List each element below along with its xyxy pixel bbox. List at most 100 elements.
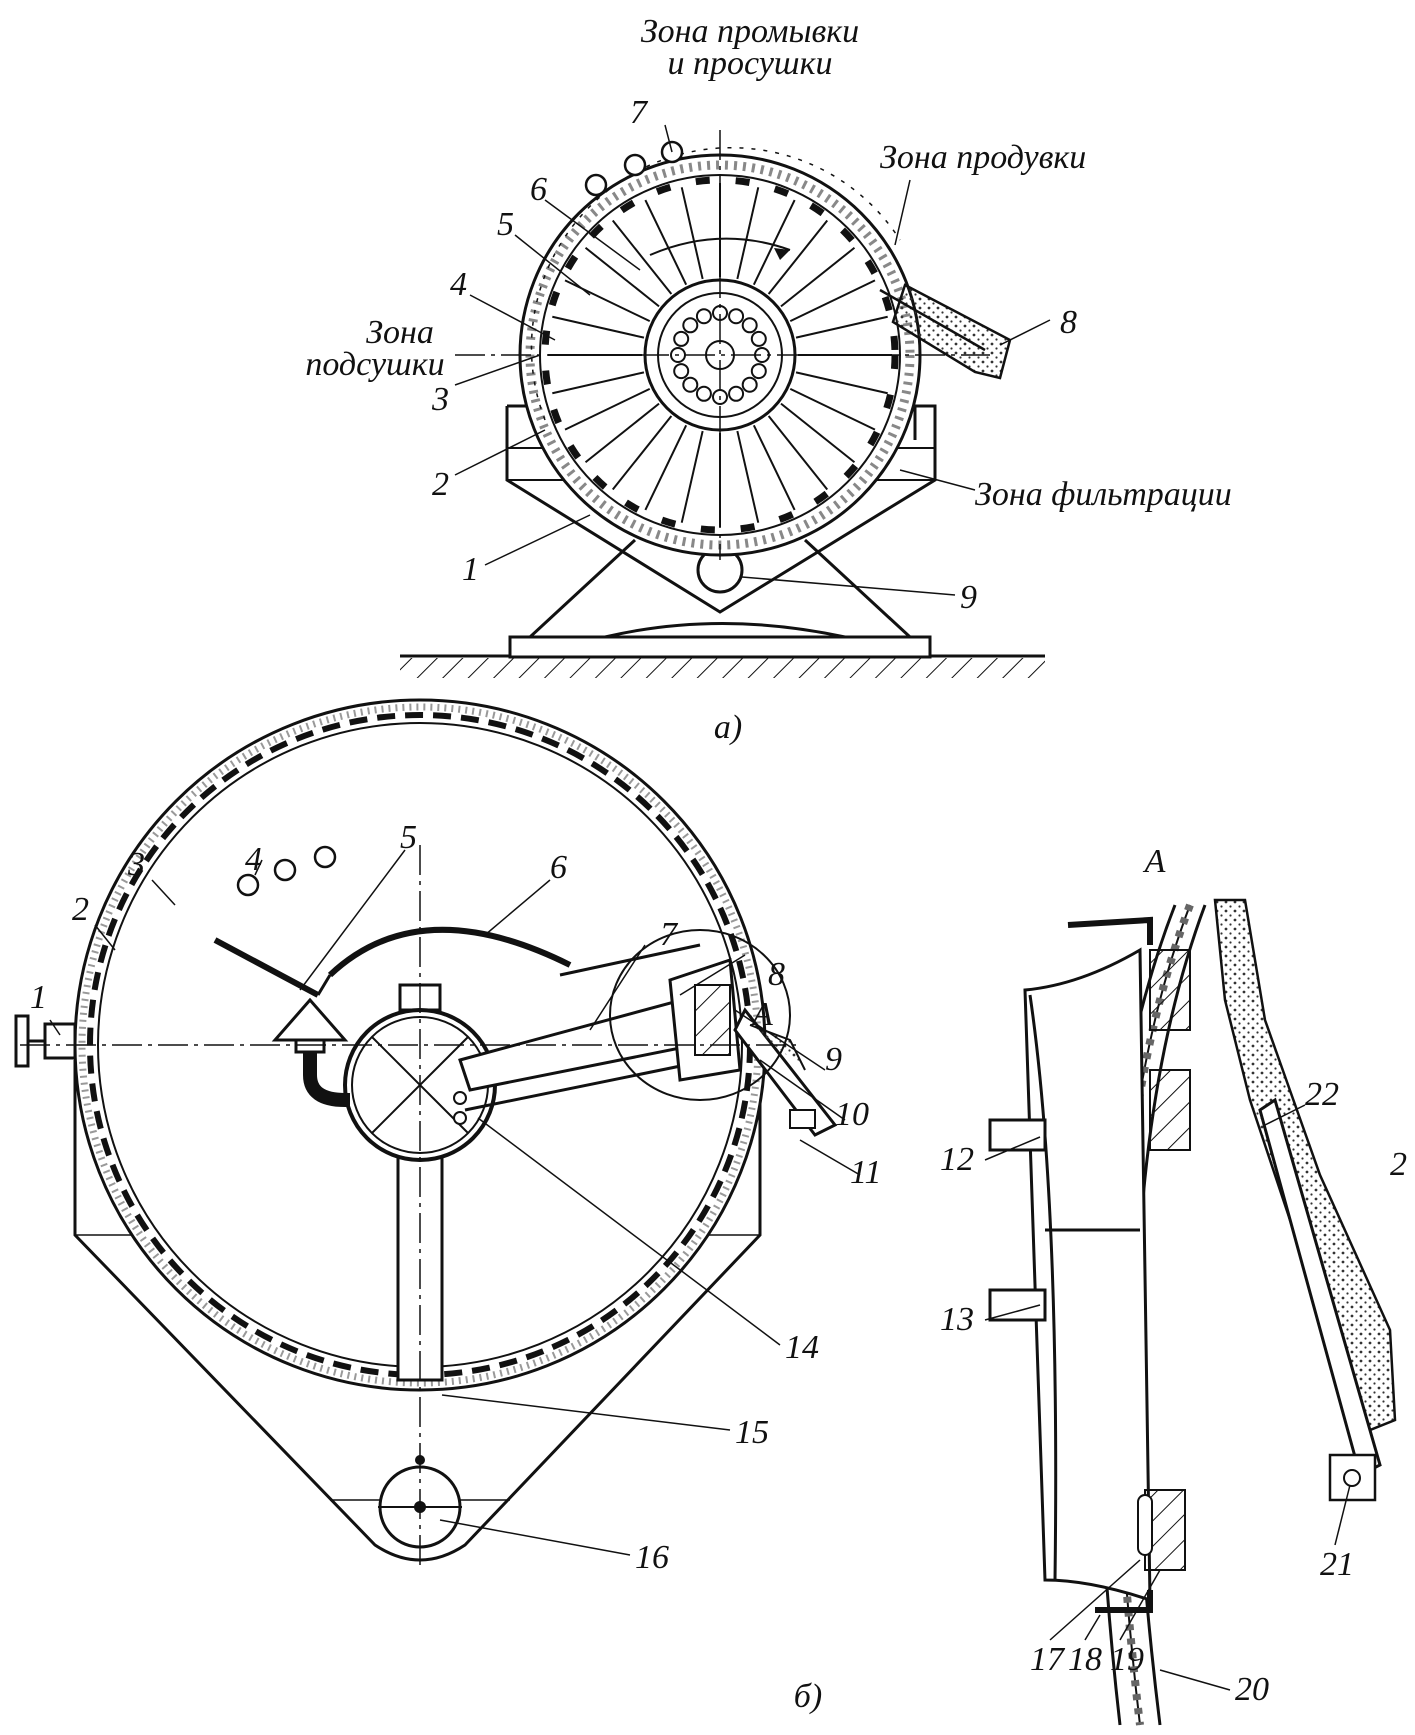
leader-19 [1119,1569,1161,1641]
spray-nozzle-icon [273,858,297,882]
drum-spoke [584,246,660,308]
label-b-9: 9 [825,1041,842,1078]
hub-hole [750,363,767,380]
label-A-21: 21 [1320,1546,1354,1583]
head-packing-10 [694,984,731,1056]
label-b-6: 6 [550,849,567,886]
leader-6 [544,199,641,271]
label-A-17: 17 [1030,1641,1066,1678]
baffle-6 [327,926,572,978]
drum-spoke [752,199,796,286]
label-b-2: 2 [72,891,89,928]
label-b-11: 11 [850,1154,881,1191]
drum-spoke [780,246,856,308]
leader-b-15 [441,1394,731,1431]
leader-b-6 [484,879,551,936]
scraper-11 [733,1007,838,1137]
drum-spoke [680,187,704,280]
arm-joint-1 [453,1091,467,1105]
hub-hole [728,385,745,402]
leader-7 [664,124,673,153]
leader-b-4 [254,859,263,876]
drum-spoke [789,279,876,323]
detail-a-title: A [1143,843,1166,880]
caption-b: б) [794,1678,822,1715]
leader-filtration [899,469,976,491]
hub-hole [750,330,767,347]
drum-spoke [644,199,688,286]
leader-9 [741,576,956,596]
hub-hole [673,330,690,347]
label-b-16: 16 [635,1539,669,1576]
label-b-15: 15 [735,1414,769,1451]
zone-wash-title-1: Зона промывки [641,13,859,50]
leader-12 [984,1136,1041,1161]
label-A-20: 20 [1235,1671,1269,1708]
inner-baffle-5 [213,937,320,998]
leader-b-3 [151,879,176,906]
rotation-arrow-icon [774,248,790,260]
suction-arm-lower [464,1058,711,1112]
caption-a: а) [714,709,742,746]
label-5: 5 [497,206,514,243]
leader-b-9 [734,1009,826,1071]
leader-b-7 [589,944,646,1031]
label-b-callout-A: A [750,996,773,1033]
drum-spoke [752,424,796,511]
drum-spoke [564,387,651,431]
label-3: 3 [431,381,449,418]
figure-a: Зона промывки и просушки Зона продувки З… [305,13,1231,746]
drum-spoke [795,315,888,339]
label-A-19: 19 [1110,1641,1144,1678]
label-b-3: 3 [127,846,145,883]
zone-predry-title-1: Зона [366,314,434,351]
label-A-12: 12 [940,1141,974,1178]
spray-nozzle-icon [584,173,608,197]
leader-13 [984,1304,1041,1321]
label-A-13: 13 [940,1301,974,1338]
spray-nozzle-icon [313,845,337,869]
leader-21 [1334,1484,1351,1546]
label-6: 6 [530,171,547,208]
label-A-18: 18 [1068,1641,1102,1678]
leader-b-2 [94,924,116,951]
drum-spoke [644,424,688,511]
label-A-22: 22 [1305,1076,1339,1113]
arm-upper [559,943,701,977]
leader-b-11 [799,1139,861,1176]
label-b-1: 1 [30,979,47,1016]
base-arch [604,622,846,639]
fitting-top [1067,916,1153,945]
port-13 [988,1288,1047,1322]
label-7: 7 [630,94,649,131]
vent-pipe-inner [305,1050,350,1105]
label-b-4: 4 [245,841,262,878]
label-b-14: 14 [785,1329,819,1366]
label-b-8: 8 [768,956,785,993]
leader-8 [999,319,1051,346]
leader-4 [469,294,556,341]
support-leg-right [803,538,912,639]
zone-blow-title: Зона продувки [880,139,1086,176]
zone-wash-title-2: и просушки [667,45,832,82]
inlet-pipe-1 [43,1022,77,1060]
packing-mid [1149,1069,1191,1151]
seal-17 [1137,1494,1153,1556]
figure-b: 1 2 3 4 5 6 7 8 9 10 11 14 15 16 A б) [14,698,881,1715]
hub-hole [682,376,699,393]
port-12 [988,1118,1047,1152]
leader-b-8 [679,954,746,996]
base-plate [508,635,932,659]
drum-spoke [767,415,829,491]
drum-spoke [736,187,760,280]
label-4: 4 [450,266,467,303]
leader-b-10 [759,1059,846,1121]
hub-hole [741,317,758,334]
floor-hatch [400,658,1045,678]
drum-spoke [736,430,760,523]
detail-a: A 12 [940,843,1407,1726]
drum-spoke [680,430,704,523]
drum-spoke [767,219,829,295]
scraper-knife [879,288,986,352]
